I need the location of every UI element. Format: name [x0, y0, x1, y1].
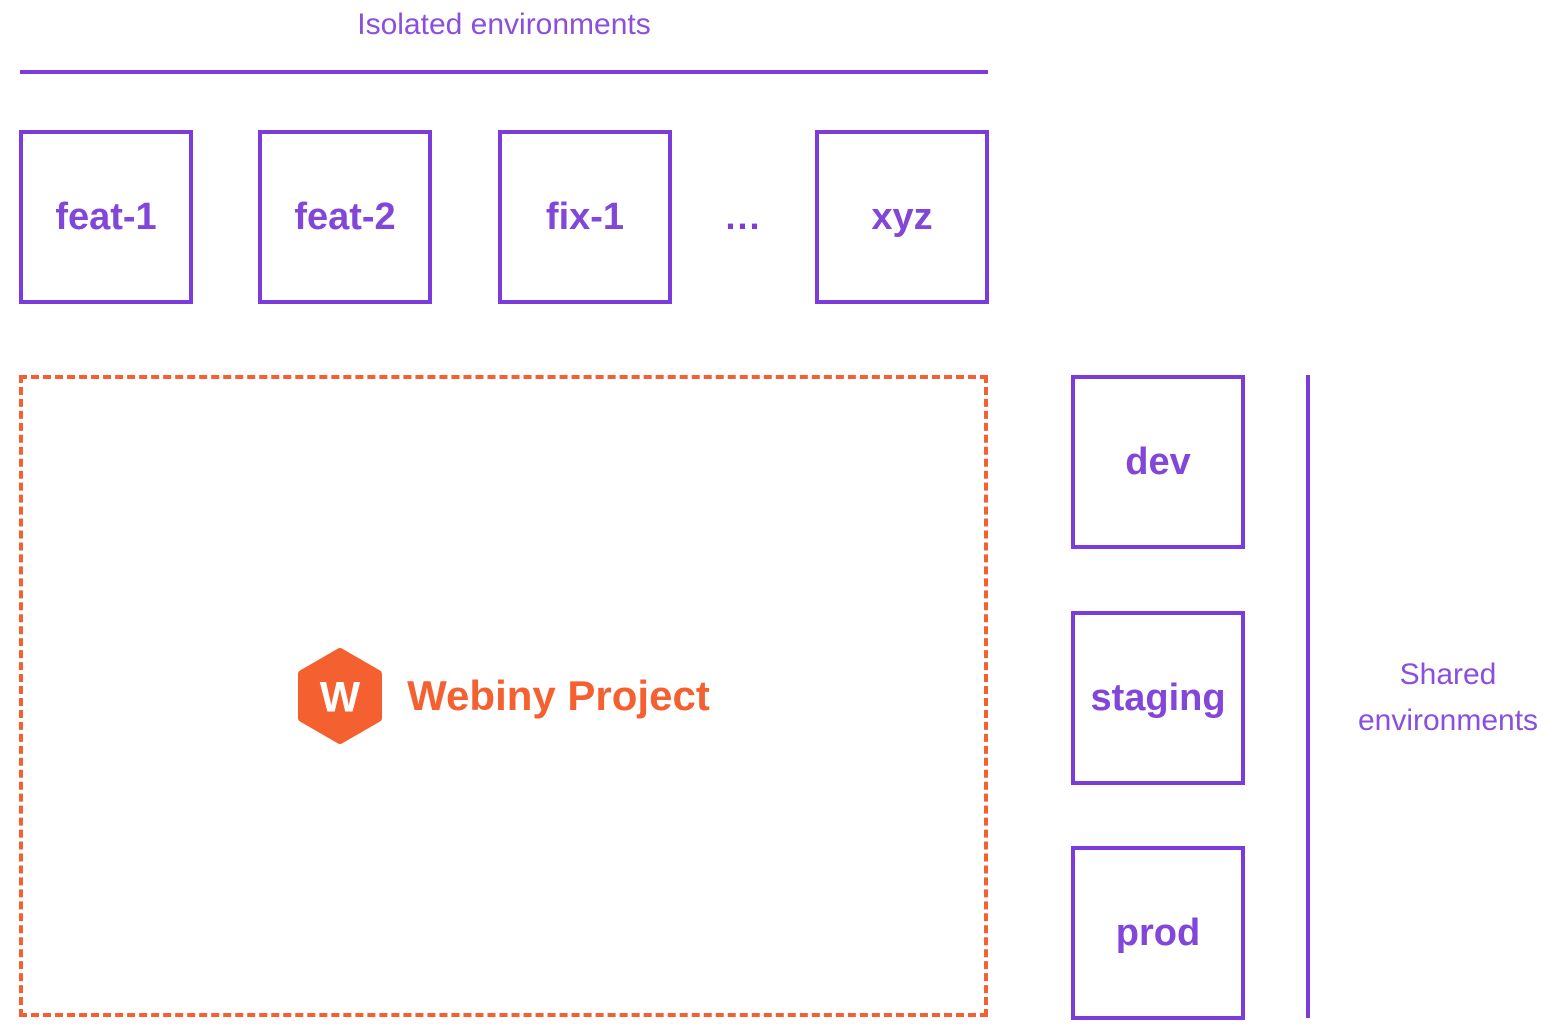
- env-box-dev: dev: [1071, 375, 1245, 549]
- shared-environments-caption-line2: environments: [1357, 704, 1539, 737]
- webiny-project-boundary: W Webiny Project: [19, 375, 988, 1017]
- env-box-fix-1: fix-1: [498, 130, 672, 304]
- webiny-hexagon-shape: [298, 648, 383, 744]
- webiny-project-lockup: W Webiny Project: [297, 648, 710, 744]
- env-box-prod-label: prod: [1115, 911, 1201, 954]
- env-box-prod: prod: [1071, 846, 1245, 1020]
- isolated-environments-divider-line: [20, 70, 988, 74]
- env-box-feat-2: feat-2: [258, 130, 432, 304]
- env-box-xyz: xyz: [815, 130, 989, 304]
- webiny-logo-icon: W: [298, 648, 383, 744]
- env-box-fix-1-label: fix-1: [545, 195, 625, 238]
- env-box-staging: staging: [1071, 611, 1245, 785]
- webiny-project-label: Webiny Project: [407, 672, 710, 719]
- env-box-feat-2-label: feat-2: [294, 195, 396, 238]
- more-environments-ellipsis: ...: [725, 196, 762, 237]
- shared-environments-divider-line: [1306, 375, 1310, 1018]
- env-box-staging-label: staging: [1090, 676, 1226, 719]
- shared-environments-caption-line1: Shared: [1399, 658, 1497, 691]
- webiny-logo-letter: W: [320, 673, 361, 721]
- env-box-xyz-label: xyz: [871, 195, 933, 238]
- env-box-feat-1: feat-1: [19, 130, 193, 304]
- shared-environments-caption: Shared environments: [1334, 652, 1562, 744]
- env-box-dev-label: dev: [1125, 440, 1191, 483]
- env-box-feat-1-label: feat-1: [55, 195, 157, 238]
- isolated-environments-caption: Isolated environments: [357, 8, 651, 41]
